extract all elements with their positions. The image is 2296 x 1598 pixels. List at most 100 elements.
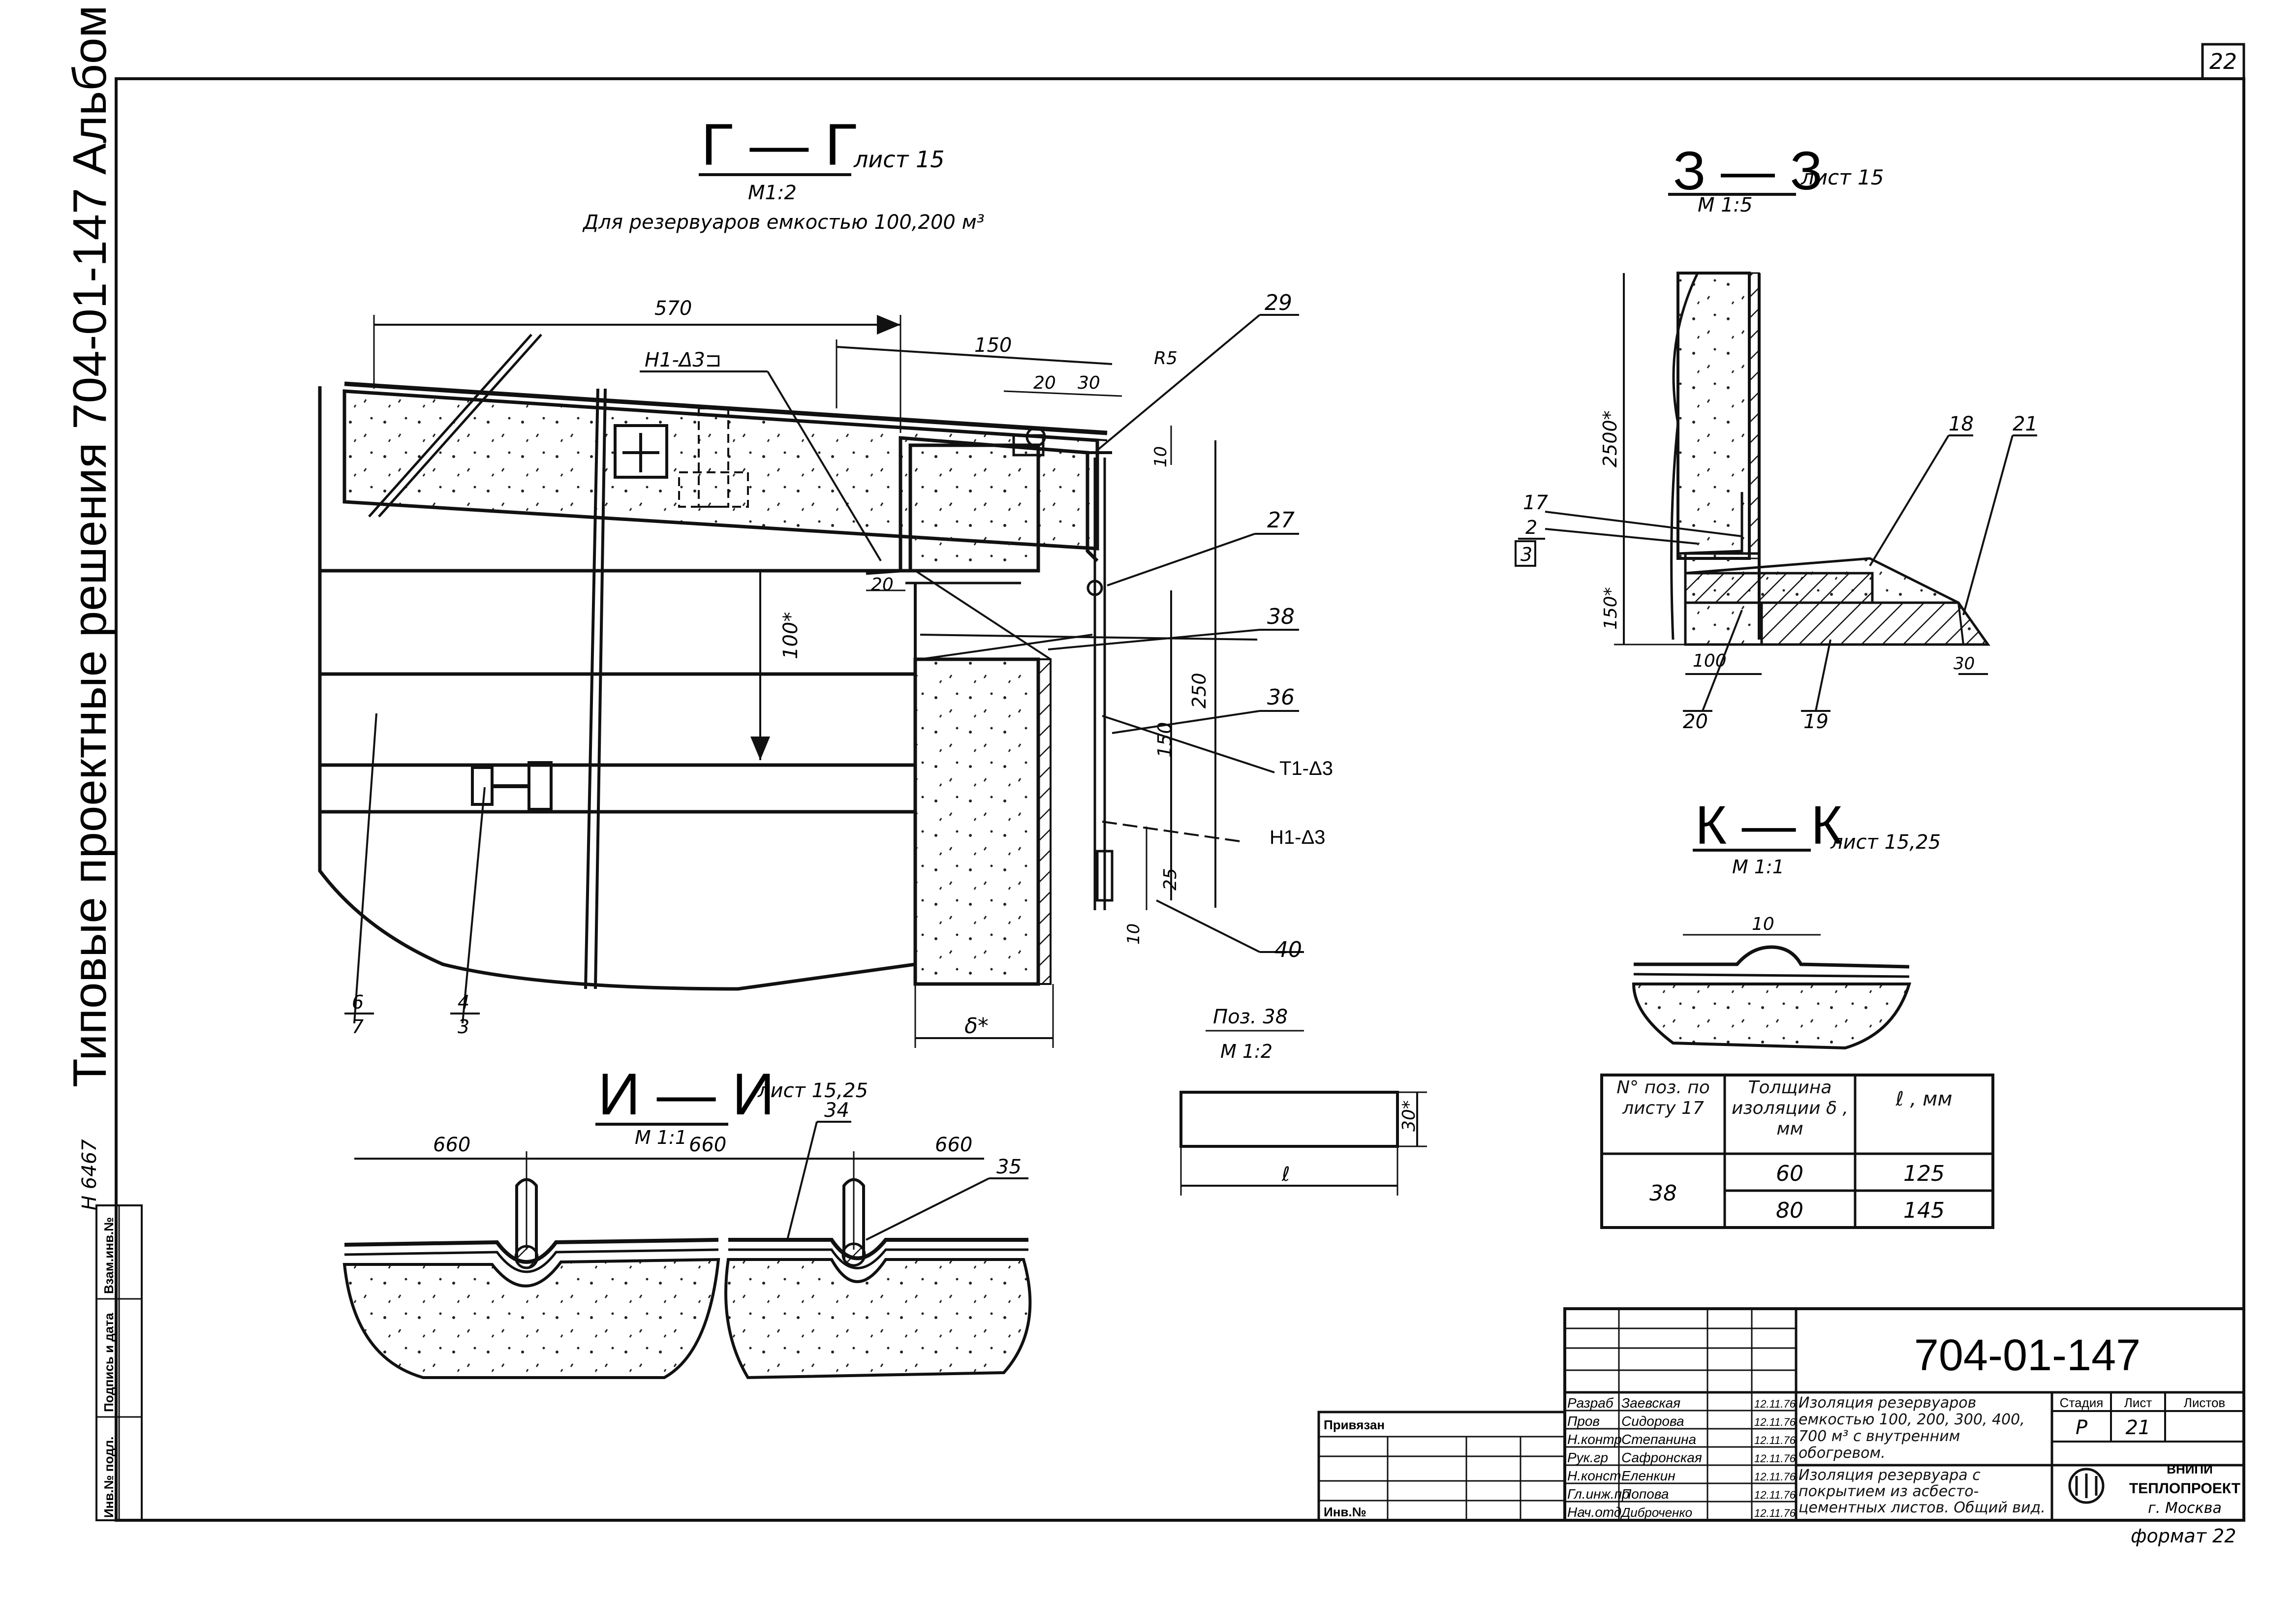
dim-660-1: 660 — [433, 1134, 470, 1156]
title-block: 704-01-147 Разраб Пров Н.контр Рук.гр Н.… — [1317, 1307, 2245, 1522]
callout-27: 27 — [1267, 508, 1295, 533]
stamp-sheet: 21 — [2126, 1416, 2151, 1439]
side-title: Типовые проектные решения 704-01-147 Аль… — [63, 0, 116, 1087]
table-length-1: 125 — [1903, 1161, 1945, 1186]
dim-660-2: 660 — [689, 1134, 726, 1156]
pos-7: 7 — [352, 1016, 364, 1038]
table-thickness-2: 80 — [1776, 1198, 1803, 1223]
vnipi-logo — [2068, 1468, 2105, 1504]
table-header-thickness: Толщина изоляции δ , мм — [1732, 1077, 1848, 1139]
dim-570: 570 — [654, 297, 692, 320]
callout-35: 35 — [996, 1156, 1022, 1178]
stamp-code: 704-01-147 — [1914, 1331, 2141, 1380]
callout-38: 38 — [1267, 604, 1295, 629]
callout-17: 17 — [1523, 492, 1548, 514]
side-inventory-table: Инв.№ подл. Подпись и дата Взам.инв.№ — [95, 1204, 143, 1521]
stamp-inv: Инв.№ — [1324, 1505, 1366, 1519]
stamp-date-4: 12.11.76 — [1754, 1452, 1796, 1465]
section-k-scale: М 1:1 — [1732, 856, 1784, 878]
pos38-title: Поз. 38 — [1213, 1006, 1288, 1028]
weld-mark-t1: Т1-Δ3 — [1279, 758, 1333, 779]
sheet-format: формат 22 — [2131, 1525, 2236, 1547]
section-z-scale: М 1:5 — [1698, 194, 1753, 216]
stamp-stage-label: Стадия — [2060, 1395, 2104, 1410]
callout-21: 21 — [2013, 413, 2038, 435]
table-header-pos: N° поз. по листу 17 — [1616, 1077, 1710, 1118]
side-label-sign: Подпись и дата — [101, 1313, 116, 1412]
dim-20-top: 20 — [1033, 373, 1056, 393]
stamp-name-4: Сафронская — [1621, 1450, 1702, 1465]
dim-10-top: 10 — [1151, 446, 1171, 467]
dim-100-z: 100 — [1693, 651, 1727, 671]
callout-20: 20 — [1683, 710, 1708, 733]
dim-25: 25 — [1160, 868, 1180, 891]
side-label-replace: Взам.инв.№ — [101, 1217, 116, 1294]
stamp-date-2: 12.11.76 — [1754, 1416, 1796, 1428]
stamp-name-7: Диброченко — [1620, 1505, 1692, 1520]
fraction-2: 2 — [1525, 517, 1537, 538]
dim-10-bottom: 10 — [1124, 923, 1144, 945]
stamp-role-6: Гл.инж.пр — [1567, 1486, 1630, 1502]
section-i-sheetref: лист 15,25 — [757, 1079, 868, 1102]
stamp-name-3: Степанина — [1621, 1432, 1696, 1447]
stamp-date-1: 12.11.76 — [1754, 1398, 1796, 1410]
wall-insulation — [913, 657, 1040, 986]
stamp-role-5: Н.конст — [1567, 1468, 1621, 1483]
callout-40: 40 — [1274, 937, 1302, 962]
thickness-table: N° поз. по листу 17 Толщина изоляции δ ,… — [1600, 1074, 1994, 1229]
side-label-inv: Инв.№ подл. — [101, 1437, 116, 1518]
dim-250: 250 — [1188, 673, 1210, 708]
page-number-box — [2201, 43, 2245, 80]
page-number: 22 — [2209, 49, 2237, 74]
callout-18: 18 — [1949, 413, 1974, 435]
section-z-z: З — З лист 15 М 1:5 2500* 150* 100 30 17… — [1515, 141, 2038, 733]
table-length-2: 145 — [1903, 1198, 1945, 1223]
stamp-description-2: Изоляция резервуара с покрытием из асбес… — [1799, 1467, 2046, 1516]
stamp-description-1: Изоляция резервуаров емкостью 100, 200, … — [1799, 1395, 2025, 1462]
stamp-date-7: 12.11.76 — [1754, 1507, 1796, 1519]
dim-20-mid: 20 — [871, 575, 894, 595]
pos-4: 4 — [458, 991, 469, 1013]
stamp-org-3: г. Москва — [2148, 1500, 2222, 1517]
dim-660-3: 660 — [935, 1134, 972, 1156]
dim-30-top: 30 — [1078, 373, 1100, 393]
pos38-plate — [1179, 1091, 1399, 1148]
stamp-sheet-label: Лист — [2124, 1395, 2152, 1410]
weld-mark-top: Н1-Δ3⊐ — [645, 349, 721, 371]
table-pos-value: 38 — [1649, 1181, 1677, 1206]
fraction-3: 3 — [1520, 544, 1532, 565]
dim-100: 100* — [779, 612, 802, 659]
stamp-date-6: 12.11.76 — [1754, 1489, 1796, 1501]
stamp-org-1: ВНИПИ — [2167, 1462, 2213, 1476]
section-i-scale: М 1:1 — [635, 1127, 687, 1148]
stamp-name-1: Заевская — [1621, 1395, 1680, 1411]
section-g-scale: М1:2 — [748, 182, 797, 204]
section-k-sheetref: лист 15,25 — [1830, 831, 1941, 854]
section-g-sheetref: лист 15 — [853, 146, 945, 173]
dim-l-pos38: ℓ — [1281, 1163, 1290, 1186]
pos-3: 3 — [458, 1016, 469, 1038]
section-i-i: И — И лист 15,25 М 1:1 660 660 660 34 35 — [342, 1061, 1032, 1380]
stamp-date-5: 12.11.76 — [1754, 1471, 1796, 1483]
dim-30-z: 30 — [1954, 654, 1975, 674]
table-thickness-1: 60 — [1776, 1161, 1803, 1186]
wall-insulation-z — [1676, 272, 1751, 560]
section-k-k: К — К лист 15,25 М 1:1 10 — [1632, 795, 1941, 1050]
section-z-sheetref: лист 15 — [1800, 165, 1884, 189]
stamp-date-3: 12.11.76 — [1754, 1434, 1796, 1446]
dim-150-top: 150 — [974, 334, 1012, 357]
stamp-name-2: Сидорова — [1621, 1414, 1684, 1429]
section-g-g: Г — Г лист 15 М1:2 Для резервуаров емкос… — [318, 112, 1333, 1048]
section-g-note: Для резервуаров емкостью 100,200 м³ — [582, 211, 985, 234]
outer-frame — [115, 77, 2245, 1522]
callout-19: 19 — [1803, 710, 1829, 733]
stamp-role-1: Разраб — [1567, 1395, 1614, 1411]
callout-36: 36 — [1267, 685, 1295, 710]
dim-150-z: 150* — [1601, 587, 1621, 630]
stamp-role-4: Рук.гр — [1567, 1450, 1608, 1465]
dim-2500: 2500* — [1599, 410, 1621, 467]
stamp-name-6: Попова — [1621, 1486, 1669, 1502]
dim-r5: R5 — [1154, 348, 1178, 369]
stamp-name-5: Еленкин — [1621, 1468, 1675, 1483]
